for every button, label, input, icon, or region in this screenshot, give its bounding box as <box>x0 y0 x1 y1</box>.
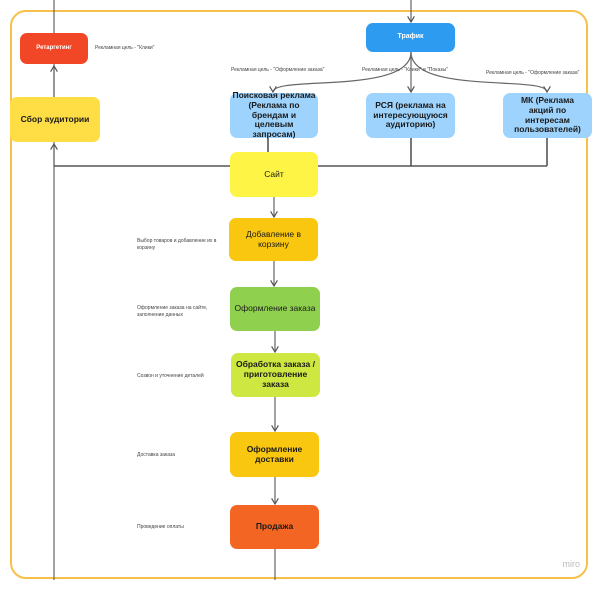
node-label: РСЯ (реклама на интересующуюся аудиторию… <box>373 99 448 130</box>
node-site[interactable]: Сайт <box>230 152 318 197</box>
note-cart: Выбор товаров и добавление их в корзину <box>137 238 217 251</box>
curve-to-search <box>273 51 412 92</box>
node-sale[interactable]: Продажа <box>230 505 319 549</box>
node-label: Сбор аудитории <box>20 113 90 124</box>
miro-watermark: miro <box>562 559 581 569</box>
note-search-goal: Рекламная цель - "Оформление заказа" <box>231 67 325 73</box>
note-retargeting-goal: Рекламная цель - "Клики" <box>95 45 155 51</box>
node-delivery[interactable]: Оформление доставки <box>230 432 319 477</box>
node-label: Трафик <box>397 33 424 41</box>
node-label: Оформление заказа <box>234 303 316 314</box>
node-label: Ретаргетинг <box>36 45 72 52</box>
node-processing[interactable]: Обработка заказа / приготовление заказа <box>231 353 320 397</box>
node-label: Продажа <box>255 521 294 532</box>
node-mk[interactable]: МК (Реклама акций по интересам пользоват… <box>503 93 592 138</box>
note-rsya-goal: Рекламная цель - "Клики" и "Показы" <box>362 67 448 73</box>
node-cart[interactable]: Добавление в корзину <box>229 218 318 261</box>
node-checkout[interactable]: Оформление заказа <box>230 287 320 331</box>
node-label: Обработка заказа / приготовление заказа <box>235 359 315 389</box>
note-sale: Проведение оплаты <box>137 524 184 530</box>
frame <box>10 10 588 579</box>
note-checkout: Оформление заказа на сайте, заполнение д… <box>137 305 208 318</box>
note-mk-goal: Рекламная цель - "Оформление заказа" <box>486 70 580 76</box>
note-processing: Созвон и уточнение деталей <box>137 373 204 379</box>
node-label: МК (Реклама акций по интересам пользоват… <box>514 94 581 135</box>
node-retargeting[interactable]: Ретаргетинг <box>20 33 88 64</box>
node-traffic[interactable]: Трафик <box>366 23 455 52</box>
node-rsya[interactable]: РСЯ (реклама на интересующуюся аудиторию… <box>366 93 455 138</box>
node-label: Поисковая реклама (Реклама по брендам и … <box>232 90 316 140</box>
note-delivery: Доставка заказа <box>137 452 176 458</box>
node-label: Сайт <box>264 168 284 179</box>
node-label: Оформление доставки <box>246 443 303 464</box>
node-audience[interactable]: Сбор аудитории <box>10 97 100 142</box>
node-search[interactable]: Поисковая реклама (Реклама по брендам и … <box>230 90 318 140</box>
node-label: Добавление в корзину <box>245 228 302 249</box>
curve-to-mk <box>410 51 547 92</box>
